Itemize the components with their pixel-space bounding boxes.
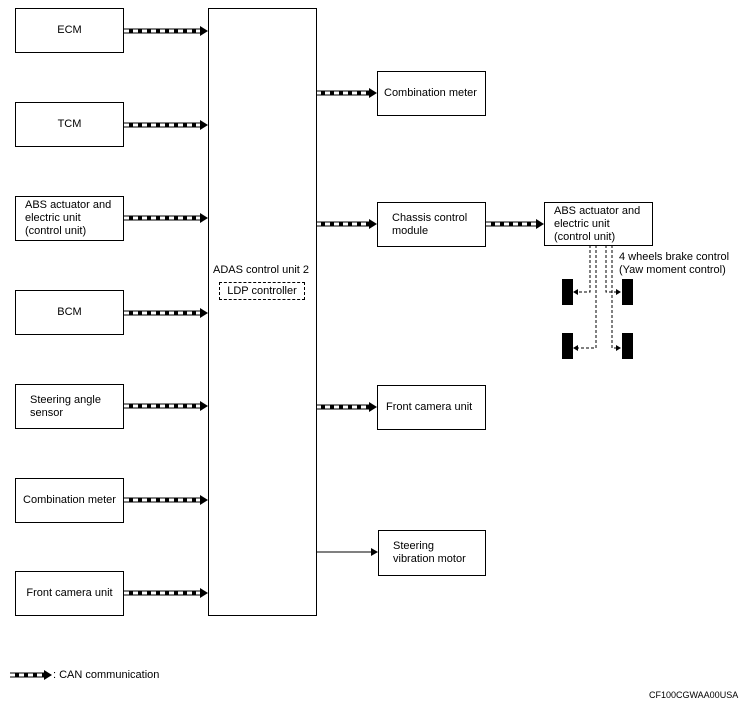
chassis-control-module-label: Chassis control module <box>392 211 468 237</box>
combination-meter-box-output: Combination meter <box>377 71 486 116</box>
steering-angle-sensor-label: Steering angle sensor <box>30 393 101 419</box>
chassis-control-module-box: Chassis control module <box>377 202 486 247</box>
signal-line-steering-motor <box>316 548 378 556</box>
can-line-combo-out <box>316 88 377 98</box>
bcm-label: BCM <box>57 306 82 318</box>
can-line-steering <box>124 401 208 411</box>
bcm-box: BCM <box>15 290 124 335</box>
can-line-camera-in <box>124 588 208 598</box>
abs-actuator-output-label: ABS actuator and electric unit (control … <box>554 204 641 243</box>
wheel-front-left <box>562 279 573 305</box>
steering-angle-sensor-box: Steering angle sensor <box>15 384 124 429</box>
combination-meter-output-label: Combination meter <box>384 87 477 99</box>
ldp-controller-box: LDP controller <box>219 282 305 300</box>
front-camera-unit-output-label: Front camera unit <box>386 401 473 413</box>
front-camera-unit-box-output: Front camera unit <box>377 385 486 430</box>
abs-actuator-box-input: ABS actuator and electric unit (control … <box>15 196 124 241</box>
wheel-rear-right <box>622 333 633 359</box>
legend-can-symbol <box>10 670 52 680</box>
abs-actuator-box-output: ABS actuator and electric unit (control … <box>544 202 653 246</box>
can-line-camera-out <box>316 402 377 412</box>
front-camera-unit-box-input: Front camera unit <box>15 571 124 616</box>
can-line-bcm <box>124 308 208 318</box>
combination-meter-label: Combination meter <box>23 494 116 506</box>
can-line-combo-in <box>124 495 208 505</box>
ldp-controller-label: LDP controller <box>227 285 297 297</box>
legend-can-label: : CAN communication <box>53 669 160 681</box>
wheel-rear-left <box>562 333 573 359</box>
tcm-box: TCM <box>15 102 124 147</box>
brake-control-label: 4 wheels brake control (Yaw moment contr… <box>619 251 730 276</box>
steering-vibration-motor-box: Steering vibration motor <box>378 530 486 576</box>
front-camera-unit-label: Front camera unit <box>26 587 113 599</box>
can-line-ecm <box>124 26 208 36</box>
brake-arrowheads <box>573 289 621 351</box>
steering-vibration-motor-label: Steering vibration motor <box>393 540 466 565</box>
adas-control-unit-box <box>208 8 317 616</box>
combination-meter-box-input: Combination meter <box>15 478 124 523</box>
can-line-tcm <box>124 120 208 130</box>
wheel-front-right <box>622 279 633 305</box>
can-line-chassis <box>316 219 377 229</box>
tcm-label: TCM <box>57 118 82 130</box>
can-line-chassis-to-abs <box>486 219 544 229</box>
adas-control-unit-label: ADAS control unit 2 <box>213 264 309 276</box>
can-lines-outputs <box>316 88 544 412</box>
reference-code: CF100CGWAA00USA <box>649 690 739 700</box>
ecm-box: ECM <box>15 8 124 53</box>
ecm-label: ECM <box>57 24 82 36</box>
abs-actuator-label: ABS actuator and electric unit (control … <box>25 199 112 237</box>
can-lines-inputs <box>124 26 208 598</box>
brake-lines <box>578 245 616 349</box>
can-line-abs <box>124 213 208 223</box>
